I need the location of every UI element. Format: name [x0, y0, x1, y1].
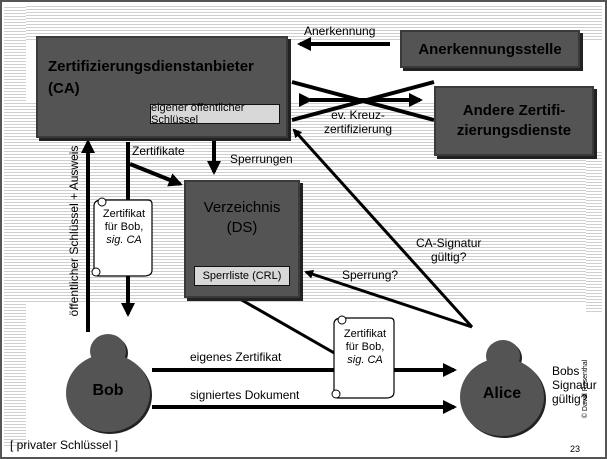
arrow-verzeichnis-to-alice: [239, 297, 351, 364]
eigenes-zertifikat-label: eigenes Zertifikat: [190, 350, 282, 364]
ca-title: Zertifizierungsdienstanbieter (CA): [48, 58, 254, 97]
sperrung-label: Sperrung?: [342, 268, 399, 282]
sperrungen-label: Sperrungen: [230, 152, 293, 166]
certificate-scroll-2-text: Zertifikat für Bob, sig. CA: [336, 328, 394, 367]
stripe-left-band: [4, 6, 26, 446]
arrow-alice-to-verzeichnis: [304, 269, 473, 329]
certificate-scroll-2-line2: für Bob,: [345, 341, 385, 353]
certificate-scroll-1: [91, 197, 153, 277]
arrow-alice-to-ca: [292, 128, 474, 329]
alice-label: Alice: [482, 385, 522, 402]
ca-signatur-label: CA-Signatur gültig?: [416, 236, 482, 264]
signiertes-dokument-label: signiertes Dokument: [190, 388, 300, 402]
certificate-scroll-1-line1: Zertifikat: [102, 208, 146, 220]
kreuzzertifizierung-label: ev. Kreuz- zertifizierung: [324, 108, 393, 136]
certificate-scroll-2: [331, 315, 395, 399]
anerkennung-label: Anerkennung: [304, 24, 376, 38]
certificate-scroll-2-line3: sig. CA: [347, 354, 383, 366]
verzeichnis-title: Verzeichnis (DS): [203, 199, 281, 236]
andere-zertifizierungsdienste-box: Andere Zertifi- zierungsdienste: [434, 86, 594, 156]
bob-body: [66, 354, 150, 432]
verzeichnis-box: Verzeichnis (DS) Sperrliste (CRL): [184, 180, 300, 298]
certificate-scroll-2-line1: Zertifikat: [343, 328, 387, 340]
private-key-label: [ privater Schlüssel ]: [10, 438, 119, 452]
page-number: 23: [570, 444, 581, 454]
ca-box: Zertifizierungsdienstanbieter (CA) eigen…: [36, 36, 288, 138]
anerkennungsstelle-label: Anerkennungsstelle: [418, 40, 562, 58]
certificate-scroll-1-text: Zertifikat für Bob, sig. CA: [96, 208, 152, 247]
copyright-label: © David Rosenthal: [582, 359, 589, 419]
bobs-signatur-label: Bobs Signatur gültig?: [552, 364, 597, 406]
arrow-zertifikate: [129, 162, 183, 187]
certificate-scroll-1-line2: für Bob,: [104, 221, 144, 233]
anerkennungsstelle-box: Anerkennungsstelle: [400, 30, 580, 68]
certificate-scroll-1-line3: sig. CA: [106, 234, 142, 246]
zertifikate-label: Zertifikate: [132, 144, 185, 158]
bob-label: Bob: [92, 382, 124, 399]
sperrliste-label: Sperrliste (CRL): [194, 266, 290, 286]
oeffentlicher-schluessel-label: öffentlicher Schlüssel + Ausweis: [67, 145, 81, 317]
stripe-right-band: [586, 152, 602, 312]
ca-public-key: eigener öffentlicher Schlüssel: [150, 102, 280, 126]
andere-zertifizierungsdienste-label: Andere Zertifi- zierungsdienste: [456, 102, 572, 139]
alice-body: [460, 358, 544, 436]
